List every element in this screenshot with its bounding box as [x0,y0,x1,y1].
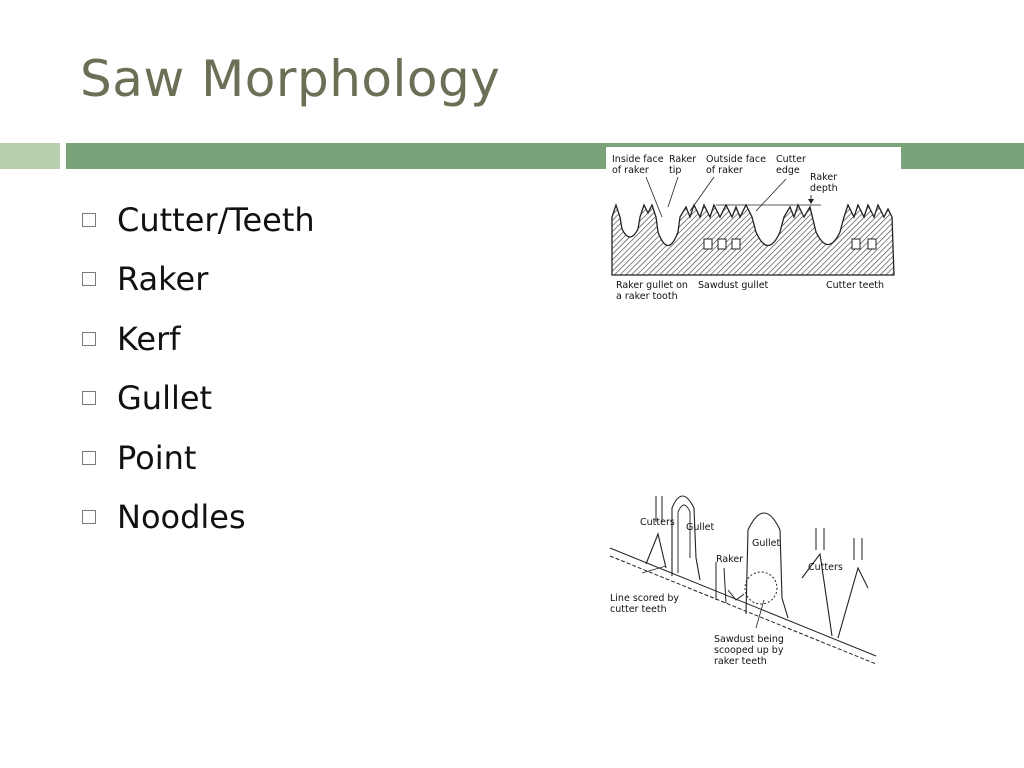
label-cutters-left: Cutters [640,517,675,528]
label-line-scored: Line scored by [610,593,679,604]
gullet-outline [745,512,789,619]
gullet-outline [671,495,701,581]
label-inside-face: of raker [612,165,649,176]
rivet-hole [717,238,727,250]
cutter-tooth-outline [801,552,869,639]
gullet-inner-outline [677,504,691,573]
label-outside-face: Outside face [706,154,766,165]
cutter-tooth-outline [655,496,663,522]
leader-line [689,176,715,212]
leader-line [755,178,787,212]
bullet-box-icon [82,331,96,346]
sawdust-circle [744,571,778,605]
leader-line [645,176,663,218]
bullet-item: Cutter/Teeth [82,190,315,250]
label-cutter-edge: Cutter [776,154,806,165]
label-raker-tip: tip [669,165,681,176]
label-outside-face: of raker [706,165,743,176]
label-inside-face: Inside face [612,154,664,165]
cutter-tooth-outline [645,532,667,569]
saw-chain-profile-svg: Inside face of raker Raker tip Outside f… [611,154,895,302]
bullet-item: Raker [82,250,315,310]
bullet-item: Kerf [82,309,315,369]
cutting-action-svg: Cutters Gullet Gullet Raker Cutters Line… [609,495,877,667]
label-sawdust: raker teeth [714,656,767,667]
chain-body-shape [611,202,895,276]
bullet-item: Gullet [82,369,315,429]
label-raker-gullet: a raker tooth [616,291,678,302]
rivet-hole [867,238,877,250]
wood-surface-line [609,547,877,657]
bullet-box-icon [82,510,96,525]
cutter-tooth-outline [815,528,863,560]
bullet-box-icon [82,450,96,465]
label-cutter-teeth: Cutter teeth [826,280,884,291]
label-cutter-edge: edge [776,165,800,176]
label-raker-depth: Raker [810,172,837,183]
accent-bar-left [0,143,60,169]
bullet-item: Noodles [82,488,315,548]
label-gullet-right: Gullet [752,538,781,549]
rivet-hole [851,238,861,250]
bullet-label: Noodles [117,498,246,537]
saw-chain-profile-diagram: Inside face of raker Raker tip Outside f… [606,147,901,307]
label-raker-gullet: Raker gullet on [616,280,688,291]
raker-depth-arrowhead [808,199,814,204]
label-raker: Raker [716,554,743,565]
bullet-box-icon [82,212,96,227]
raker-outline [715,562,727,604]
slide-title: Saw Morphology [80,50,501,108]
bullet-label: Raker [117,260,209,299]
label-raker-depth: depth [810,183,838,194]
bullet-label: Kerf [117,319,181,358]
label-sawdust: scooped up by [714,645,784,656]
rivet-hole [703,238,713,250]
label-cutters-right: Cutters [808,562,843,573]
label-line-scored: cutter teeth [610,604,667,615]
sawdust-arrow [727,589,745,601]
label-raker-tip: Raker [669,154,696,165]
label-gullet-left: Gullet [686,522,715,533]
leader-line [641,565,667,574]
bullet-box-icon [82,272,96,287]
leader-line [755,599,765,629]
bullet-label: Point [117,438,197,477]
bullet-item: Point [82,428,315,488]
bullet-box-icon [82,391,96,406]
leader-line [667,176,679,208]
rivet-hole [731,238,741,250]
label-sawdust: Sawdust being [714,634,784,645]
label-sawdust-gullet: Sawdust gullet [698,280,769,291]
cutting-action-diagram: Cutters Gullet Gullet Raker Cutters Line… [606,488,881,673]
bullet-label: Cutter/Teeth [117,200,315,239]
bullet-label: Gullet [117,379,213,418]
bullet-list: Cutter/Teeth Raker Kerf Gullet Point Noo… [82,190,315,547]
